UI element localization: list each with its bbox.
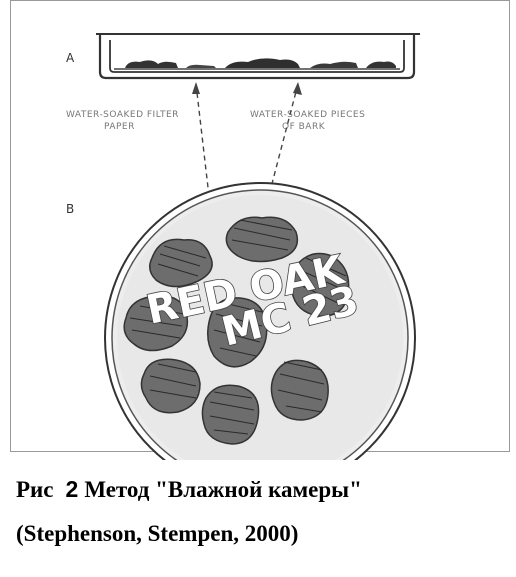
annotation-bark-pieces: WATER-SOAKED PIECES OF BARK bbox=[250, 110, 365, 132]
moist-chamber-diagram: A WATER-SOAKED FILTER PAPER WATER-SOAKED… bbox=[0, 0, 516, 460]
caption-number: 2 bbox=[66, 476, 79, 502]
panel-a-label: A bbox=[66, 51, 75, 65]
caption-title: Метод "Влажной камеры" bbox=[84, 477, 362, 502]
panel-b-label: B bbox=[66, 202, 74, 216]
annotation-right-line2: OF BARK bbox=[282, 122, 326, 132]
annotation-filter-paper: WATER-SOAKED FILTER PAPER bbox=[66, 110, 179, 132]
caption-source: (Stephenson, Stempen, 2000) bbox=[16, 512, 506, 556]
caption-prefix: Рис bbox=[16, 477, 54, 502]
annotation-right-line1: WATER-SOAKED PIECES bbox=[250, 110, 365, 120]
annotation-left-line2: PAPER bbox=[104, 122, 135, 132]
petri-dish-side-view bbox=[96, 34, 420, 78]
annotation-left-line1: WATER-SOAKED FILTER bbox=[66, 110, 179, 120]
